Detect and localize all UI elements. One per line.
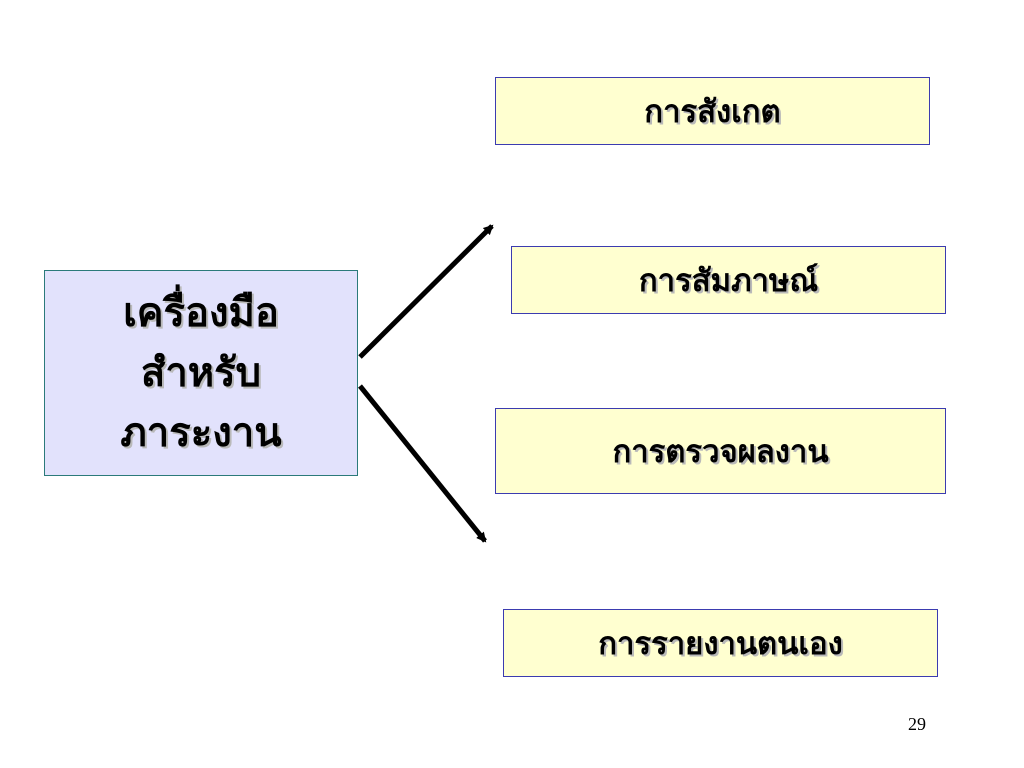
- method-box-self-report: การรายงานตนเอง: [503, 609, 938, 677]
- method-label-observation: การสังเกต: [644, 94, 781, 130]
- central-concept-line-3: ภาระงาน: [120, 409, 282, 456]
- central-concept-line-1: เครื่องมือ: [123, 289, 279, 336]
- method-box-observation: การสังเกต: [495, 77, 930, 145]
- method-label-self-report: การรายงานตนเอง: [598, 626, 843, 662]
- arrow-up: [358, 224, 494, 359]
- page-number: 29: [908, 714, 926, 734]
- central-concept-line-2: สำหรับ: [140, 349, 262, 396]
- method-label-interview: การสัมภาษณ์: [638, 263, 819, 299]
- central-concept-box: เครื่องมือ สำหรับ ภาระงาน: [44, 270, 358, 476]
- method-box-interview: การสัมภาษณ์: [511, 246, 946, 314]
- method-box-work-review: การตรวจผลงาน: [495, 408, 946, 494]
- method-label-work-review: การตรวจผลงาน: [612, 434, 829, 470]
- arrow-down: [358, 384, 487, 543]
